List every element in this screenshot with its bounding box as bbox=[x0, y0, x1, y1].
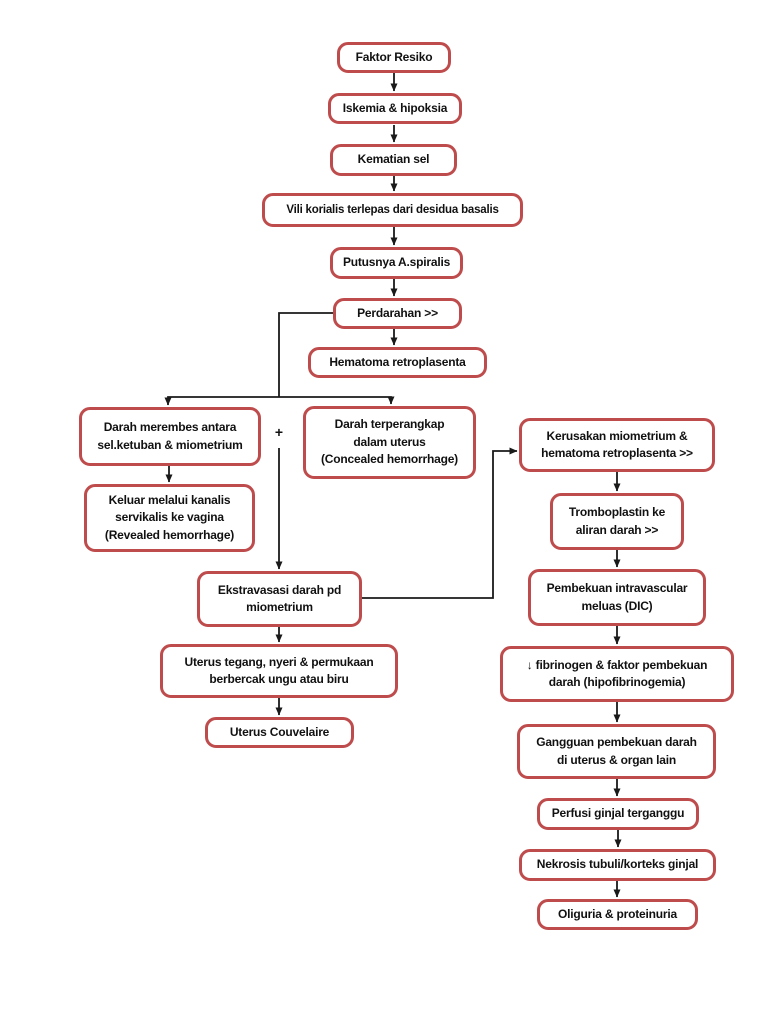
node-vili-korialis: Vili korialis terlepas dari desidua basa… bbox=[262, 193, 523, 227]
edge-ekstravasasi-to-kerusakan bbox=[362, 447, 518, 599]
node-uterus-couvelaire: Uterus Couvelaire bbox=[205, 717, 354, 748]
node-perdarahan: Perdarahan >> bbox=[333, 298, 462, 329]
node-ekstravasasi: Ekstravasasi darah pd miometrium bbox=[197, 571, 362, 627]
node-iskemia-hipoksia: Iskemia & hipoksia bbox=[328, 93, 462, 124]
edge-branch-to-darah-merembes bbox=[164, 396, 279, 406]
node-fibrinogen-turun: ↓ fibrinogen & faktor pembekuan darah (h… bbox=[500, 646, 734, 702]
edge-perdarahan-branch-stem bbox=[278, 312, 333, 397]
node-darah-merembes: Darah merembes antara sel.ketuban & miom… bbox=[79, 407, 261, 466]
node-gangguan-pembekuan: Gangguan pembekuan darah di uterus & org… bbox=[517, 724, 716, 779]
edge-branch-to-darah-terperangkap bbox=[279, 396, 395, 405]
node-uterus-tegang: Uterus tegang, nyeri & permukaan berberc… bbox=[160, 644, 398, 698]
node-perfusi-ginjal: Perfusi ginjal terganggu bbox=[537, 798, 699, 830]
plus-connector: + bbox=[274, 424, 284, 440]
node-hematoma-retroplasenta: Hematoma retroplasenta bbox=[308, 347, 487, 378]
node-tromboplastin: Tromboplastin ke aliran darah >> bbox=[550, 493, 684, 550]
node-kerusakan-miometrium: Kerusakan miometrium & hematoma retropla… bbox=[519, 418, 715, 472]
node-kematian-sel: Kematian sel bbox=[330, 144, 457, 176]
node-oliguria-proteinuria: Oliguria & proteinuria bbox=[537, 899, 698, 930]
node-faktor-resiko: Faktor Resiko bbox=[337, 42, 451, 73]
node-pembekuan-dic: Pembekuan intravascular meluas (DIC) bbox=[528, 569, 706, 626]
node-keluar-melalui-kanalis: Keluar melalui kanalis servikalis ke vag… bbox=[84, 484, 255, 552]
node-putusnya-a-spiralis: Putusnya A.spiralis bbox=[330, 247, 463, 279]
node-nekrosis-tubuli: Nekrosis tubuli/korteks ginjal bbox=[519, 849, 716, 881]
node-darah-terperangkap: Darah terperangkap dalam uterus (Conceal… bbox=[303, 406, 476, 479]
